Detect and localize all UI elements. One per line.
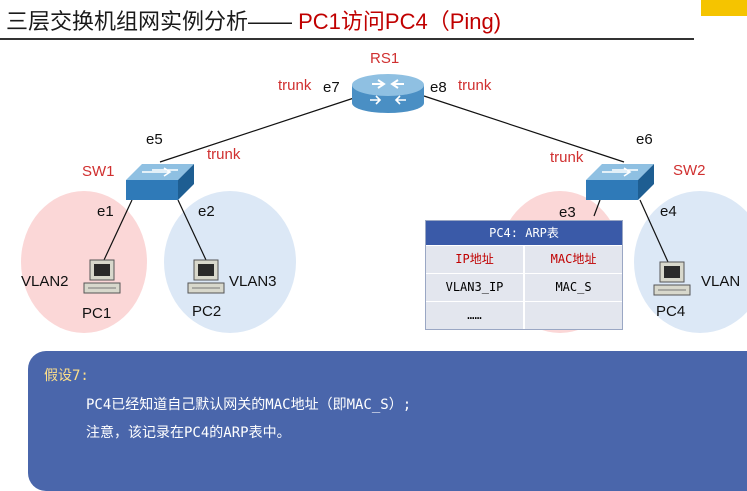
port-e4: e4 — [660, 203, 677, 220]
switch-sw1-label: SW1 — [82, 163, 115, 180]
vlan3-label: VLAN3 — [229, 273, 277, 290]
title-divider — [0, 38, 694, 40]
arp-cell-mac: MAC_S — [525, 274, 622, 301]
port-e6: e6 — [636, 131, 653, 148]
port-e3: e3 — [559, 204, 576, 221]
port-e5: e5 — [146, 131, 163, 148]
trunk-label-e7: trunk — [278, 77, 312, 94]
trunk-label-sw2: trunk — [550, 149, 584, 166]
page-title: 三层交换机组网实例分析—— PC1访问PC4（Ping) — [6, 9, 502, 34]
port-e7: e7 — [323, 79, 340, 96]
trunk-label-sw1: trunk — [207, 146, 241, 163]
assumption-note: 假设7: PC4已经知道自己默认网关的MAC地址（即MAC_S）; 注意，该记录… — [28, 351, 747, 491]
link-sw1-pc2 — [177, 199, 207, 261]
arp-header-ip: IP地址 — [426, 246, 523, 273]
vlan-right-label: VLAN — [701, 273, 741, 290]
port-e1: e1 — [97, 203, 114, 220]
arp-cell-ip: …… — [426, 302, 523, 329]
vlan2-zone — [21, 191, 147, 333]
switch-sw2-icon — [586, 164, 654, 200]
note-line-1: PC4已经知道自己默认网关的MAC地址（即MAC_S）; — [86, 397, 412, 413]
pc1-label: PC1 — [82, 305, 112, 322]
arp-table-header-row: IP地址 MAC地址 — [426, 245, 622, 273]
link-rs1-sw1 — [159, 95, 361, 163]
vlan3-zone-right — [634, 191, 747, 333]
arp-cell-ip: VLAN3_IP — [426, 274, 523, 301]
corner-tab — [701, 0, 747, 16]
router-icon — [352, 74, 424, 113]
switch-sw2-label: SW2 — [673, 162, 706, 179]
note-heading: 假设7: — [44, 368, 89, 384]
port-e2: e2 — [198, 203, 215, 220]
arp-cell-mac — [525, 302, 622, 329]
router-label: RS1 — [370, 50, 400, 67]
link-sw2-pc4 — [639, 199, 669, 263]
link-sw2-e3 — [593, 199, 601, 217]
link-rs1-sw2 — [423, 95, 625, 163]
vlan3-zone-left — [164, 191, 296, 333]
port-e8: e8 — [430, 79, 447, 96]
arp-header-mac: MAC地址 — [525, 246, 622, 273]
pc4-icon — [653, 261, 691, 296]
switch-sw1-icon — [126, 164, 194, 200]
pc4-label: PC4 — [656, 303, 686, 320]
pc2-label: PC2 — [192, 303, 222, 320]
trunk-label-e8: trunk — [458, 77, 492, 94]
table-row: …… — [426, 301, 622, 329]
pc1-icon — [83, 259, 121, 294]
vlan2-label: VLAN2 — [21, 273, 69, 290]
table-row: VLAN3_IP MAC_S — [426, 273, 622, 301]
link-sw1-pc1 — [103, 199, 133, 261]
note-line-2: 注意，该记录在PC4的ARP表中。 — [86, 425, 291, 441]
pc2-icon — [187, 259, 225, 294]
arp-table: PC4: ARP表 IP地址 MAC地址 VLAN3_IP MAC_S …… — [425, 220, 623, 330]
arp-table-title: PC4: ARP表 — [426, 221, 622, 245]
